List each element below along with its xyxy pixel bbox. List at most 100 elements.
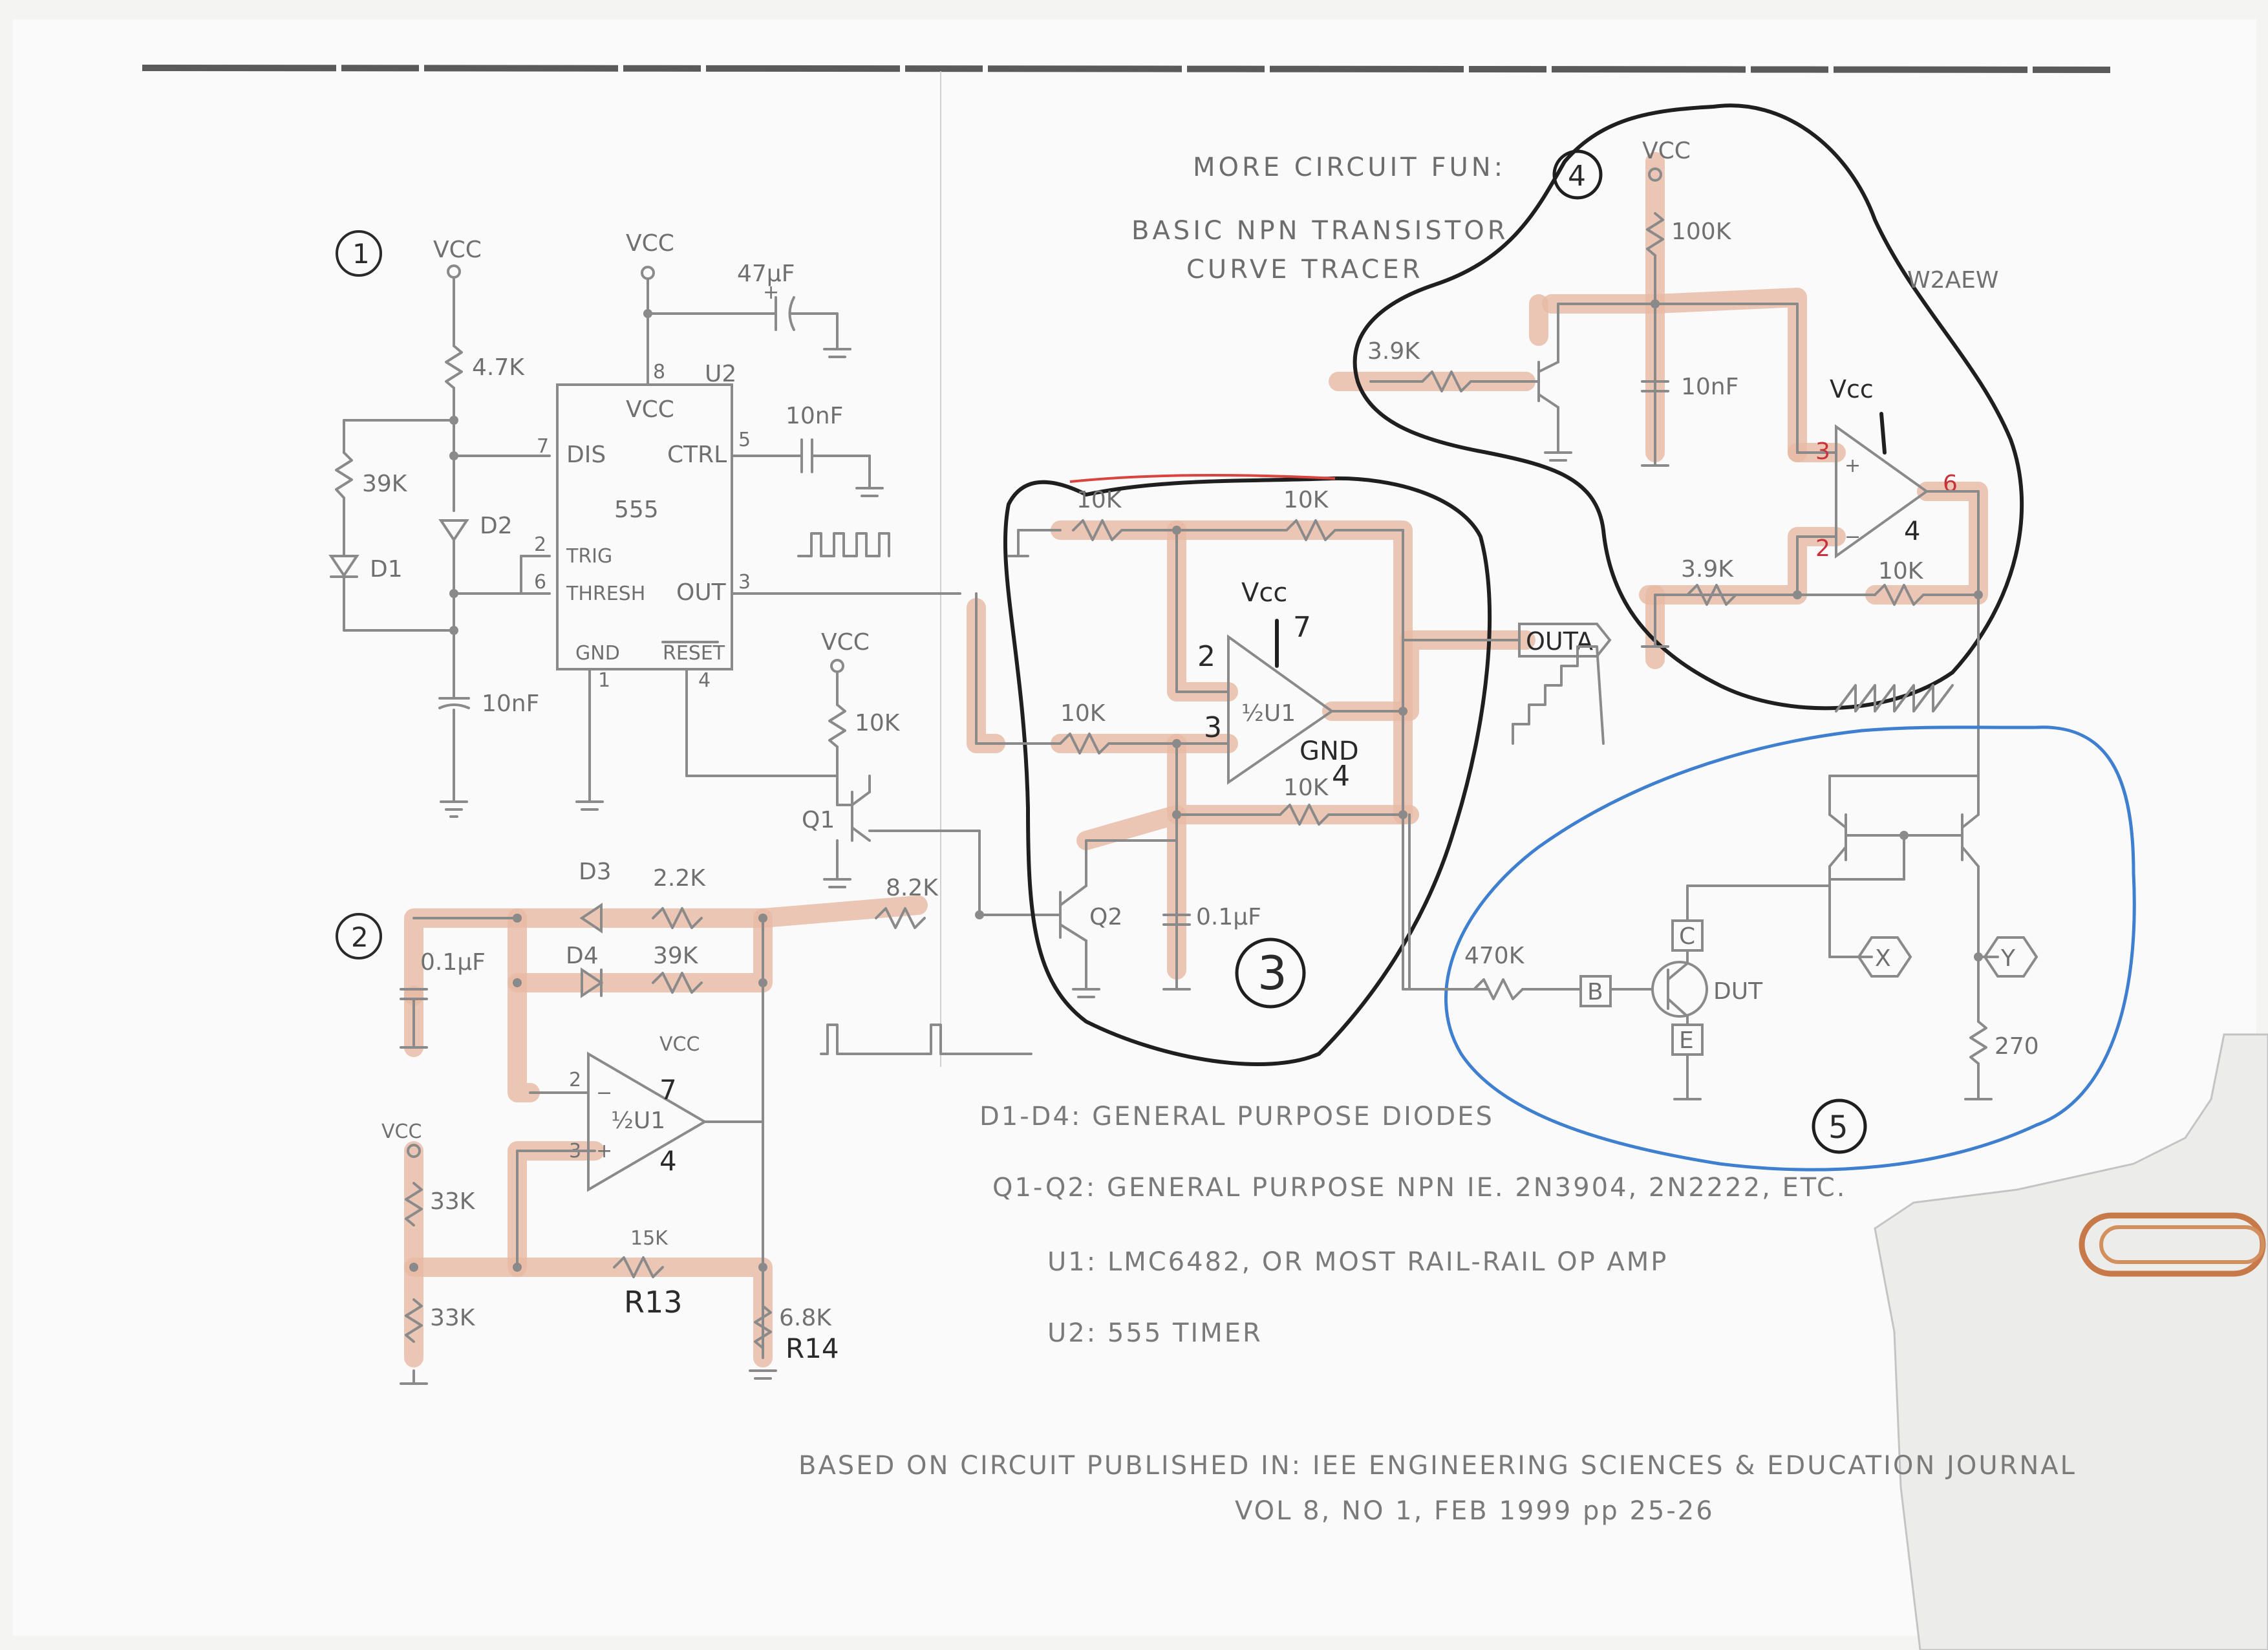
section-2-integrator: 2 0.1μF D3 2.2K D4 39K 2 3 − + ½U1 VCC 7… xyxy=(336,859,1032,1385)
svg-text:4: 4 xyxy=(659,1145,677,1177)
svg-text:7: 7 xyxy=(1293,611,1311,644)
diode-d3-label: D3 xyxy=(579,859,612,885)
svg-text:OUT: OUT xyxy=(676,579,727,606)
svg-text:CTRL: CTRL xyxy=(667,442,727,468)
section-4-ramp: 4 VCC 100K 10nF 3.9K 3 2 6 + − Vcc xyxy=(1353,103,2024,777)
svg-text:6: 6 xyxy=(1943,471,1958,497)
svg-text:−: − xyxy=(596,1082,612,1104)
vcc-label-555: VCC xyxy=(626,230,674,257)
gnd-label-s3: GND xyxy=(1300,736,1359,766)
vcc-label-s4-op: Vcc xyxy=(1830,375,1874,403)
resistor-10k-a-label: 10K xyxy=(1076,487,1122,513)
base-terminal: B xyxy=(1587,979,1603,1005)
section-5-outline xyxy=(1444,725,2136,1172)
svg-text:3: 3 xyxy=(738,571,751,594)
resistor-3.9k-b-label: 3.9K xyxy=(1681,556,1734,583)
vcc-label-s3: Vcc xyxy=(1241,578,1287,608)
section-3-label: 3 xyxy=(1257,946,1287,1000)
svg-text:2: 2 xyxy=(569,1069,581,1091)
square-wave-sketch xyxy=(797,532,890,557)
note-transistors: Q1-Q2: GENERAL PURPOSE NPN IE. 2N3904, 2… xyxy=(992,1173,1847,1203)
svg-text:5: 5 xyxy=(738,429,751,451)
dut-label: DUT xyxy=(1713,978,1763,1005)
x-terminal: X xyxy=(1875,945,1891,972)
resistor-10k-d-label: 10K xyxy=(1283,775,1329,801)
title-line-1: MORE CIRCUIT FUN: xyxy=(1193,153,1506,182)
svg-text:2: 2 xyxy=(534,533,546,556)
resistor-39k-label: 39K xyxy=(362,471,408,497)
resistor-10k-q1-label: 10K xyxy=(855,710,901,736)
resistor-r13-label: R13 xyxy=(624,1285,683,1320)
section-3-summing-amp: 3 10K 10K 2 ½U1 Vcc 7 GND 4 10K 3 10 xyxy=(975,474,1612,1066)
svg-text:2: 2 xyxy=(1197,640,1215,673)
capacitor-10nf-ctrl-label: 10nF xyxy=(786,403,843,429)
svg-text:3: 3 xyxy=(1204,711,1222,744)
transistor-q1-label: Q1 xyxy=(802,807,835,833)
diode-d1-label: D1 xyxy=(370,556,403,583)
svg-text:RESET: RESET xyxy=(663,642,725,665)
outa-terminal: OUTA xyxy=(1526,627,1593,656)
resistor-8.2k-label: 8.2K xyxy=(886,875,939,901)
capacitor-47uf-label: 47μF xyxy=(737,261,795,287)
title-line-3: CURVE TRACER xyxy=(1186,255,1423,284)
capacitor-0.1uf-s2-label: 0.1μF xyxy=(420,949,486,976)
svg-text:8: 8 xyxy=(653,361,665,383)
section-5-dut: 5 X Y 270 470K B xyxy=(1408,725,2136,1172)
note-diodes: D1-D4: GENERAL PURPOSE DIODES xyxy=(979,1102,1494,1131)
diode-d2-label: D2 xyxy=(480,513,513,539)
section-1-timer: 1 VCC 4.7K 39K D1 D2 10nF xyxy=(328,230,961,818)
svg-text:DIS: DIS xyxy=(566,442,606,468)
transistor-drivers: VCC 10K Q1 8.2K Q2 xyxy=(802,629,1122,998)
capacitor-10nf-label: 10nF xyxy=(482,691,539,717)
svg-text:6: 6 xyxy=(534,571,546,594)
svg-text:1: 1 xyxy=(598,669,610,692)
vcc-label-q1: VCC xyxy=(821,629,870,656)
vcc-label-s2-div: VCC xyxy=(381,1120,422,1143)
svg-text:VCC: VCC xyxy=(626,396,674,423)
resistor-3.9k-a-label: 3.9K xyxy=(1367,338,1420,365)
title-line-2: BASIC NPN TRANSISTOR xyxy=(1131,216,1509,246)
resistor-39k-s2-label: 39K xyxy=(653,943,699,969)
resistor-10k-b-label: 10K xyxy=(1283,487,1329,513)
sawtooth-sketch xyxy=(1835,684,1954,712)
section-3-outline xyxy=(1003,476,1492,1066)
section-4-label: 4 xyxy=(1568,160,1586,193)
transistor-q2-label: Q2 xyxy=(1089,904,1122,930)
section-4-outline xyxy=(1353,103,2024,711)
resistor-470k-label: 470K xyxy=(1464,943,1525,969)
svg-text:4: 4 xyxy=(698,669,711,692)
note-source-line-1: BASED ON CIRCUIT PUBLISHED IN: IEE ENGIN… xyxy=(798,1451,2077,1481)
section-5-label: 5 xyxy=(1828,1109,1848,1146)
opamp-half-u1-label: ½U1 xyxy=(611,1108,665,1134)
capacitor-0.1uf-s3-label: 0.1μF xyxy=(1196,904,1261,930)
svg-text:THRESH: THRESH xyxy=(566,583,645,605)
capacitor-10nf-s4-label: 10nF xyxy=(1681,374,1738,400)
resistor-33k-top-label: 33K xyxy=(430,1188,476,1215)
emitter-terminal: E xyxy=(1679,1027,1694,1054)
note-timer: U2: 555 TIMER xyxy=(1047,1318,1263,1348)
diode-d4-label: D4 xyxy=(566,943,599,969)
section-1-label: 1 xyxy=(352,238,370,270)
svg-text:GND: GND xyxy=(575,642,620,665)
y-terminal: Y xyxy=(2000,945,2016,972)
svg-text:+: + xyxy=(763,281,779,304)
pulse-sketch xyxy=(820,1023,1032,1055)
svg-text:7: 7 xyxy=(537,435,549,458)
collector-terminal: C xyxy=(1679,923,1695,950)
svg-text:+: + xyxy=(1845,455,1861,477)
author-callsign: W2AEW xyxy=(1907,267,1998,294)
resistor-10k-s4-label: 10K xyxy=(1878,558,1924,584)
resistor-270-label: 270 xyxy=(1995,1033,2039,1060)
resistor-100k-label: 100K xyxy=(1671,219,1732,245)
ic-u2-label: U2 xyxy=(705,361,736,387)
parts-notes: D1-D4: GENERAL PURPOSE DIODES Q1-Q2: GEN… xyxy=(798,1102,2077,1526)
vcc-label: VCC xyxy=(433,237,482,263)
opamp-half-u1-s3-label: ½U1 xyxy=(1241,700,1296,727)
ic-555-label: 555 xyxy=(614,497,659,523)
vcc-label-s2-op: VCC xyxy=(659,1033,700,1056)
svg-text:2: 2 xyxy=(1815,535,1830,562)
title-block: MORE CIRCUIT FUN: BASIC NPN TRANSISTOR C… xyxy=(1131,153,1509,284)
svg-text:3: 3 xyxy=(1815,438,1830,465)
section-2-label: 2 xyxy=(351,921,369,953)
svg-text:+: + xyxy=(596,1140,612,1162)
